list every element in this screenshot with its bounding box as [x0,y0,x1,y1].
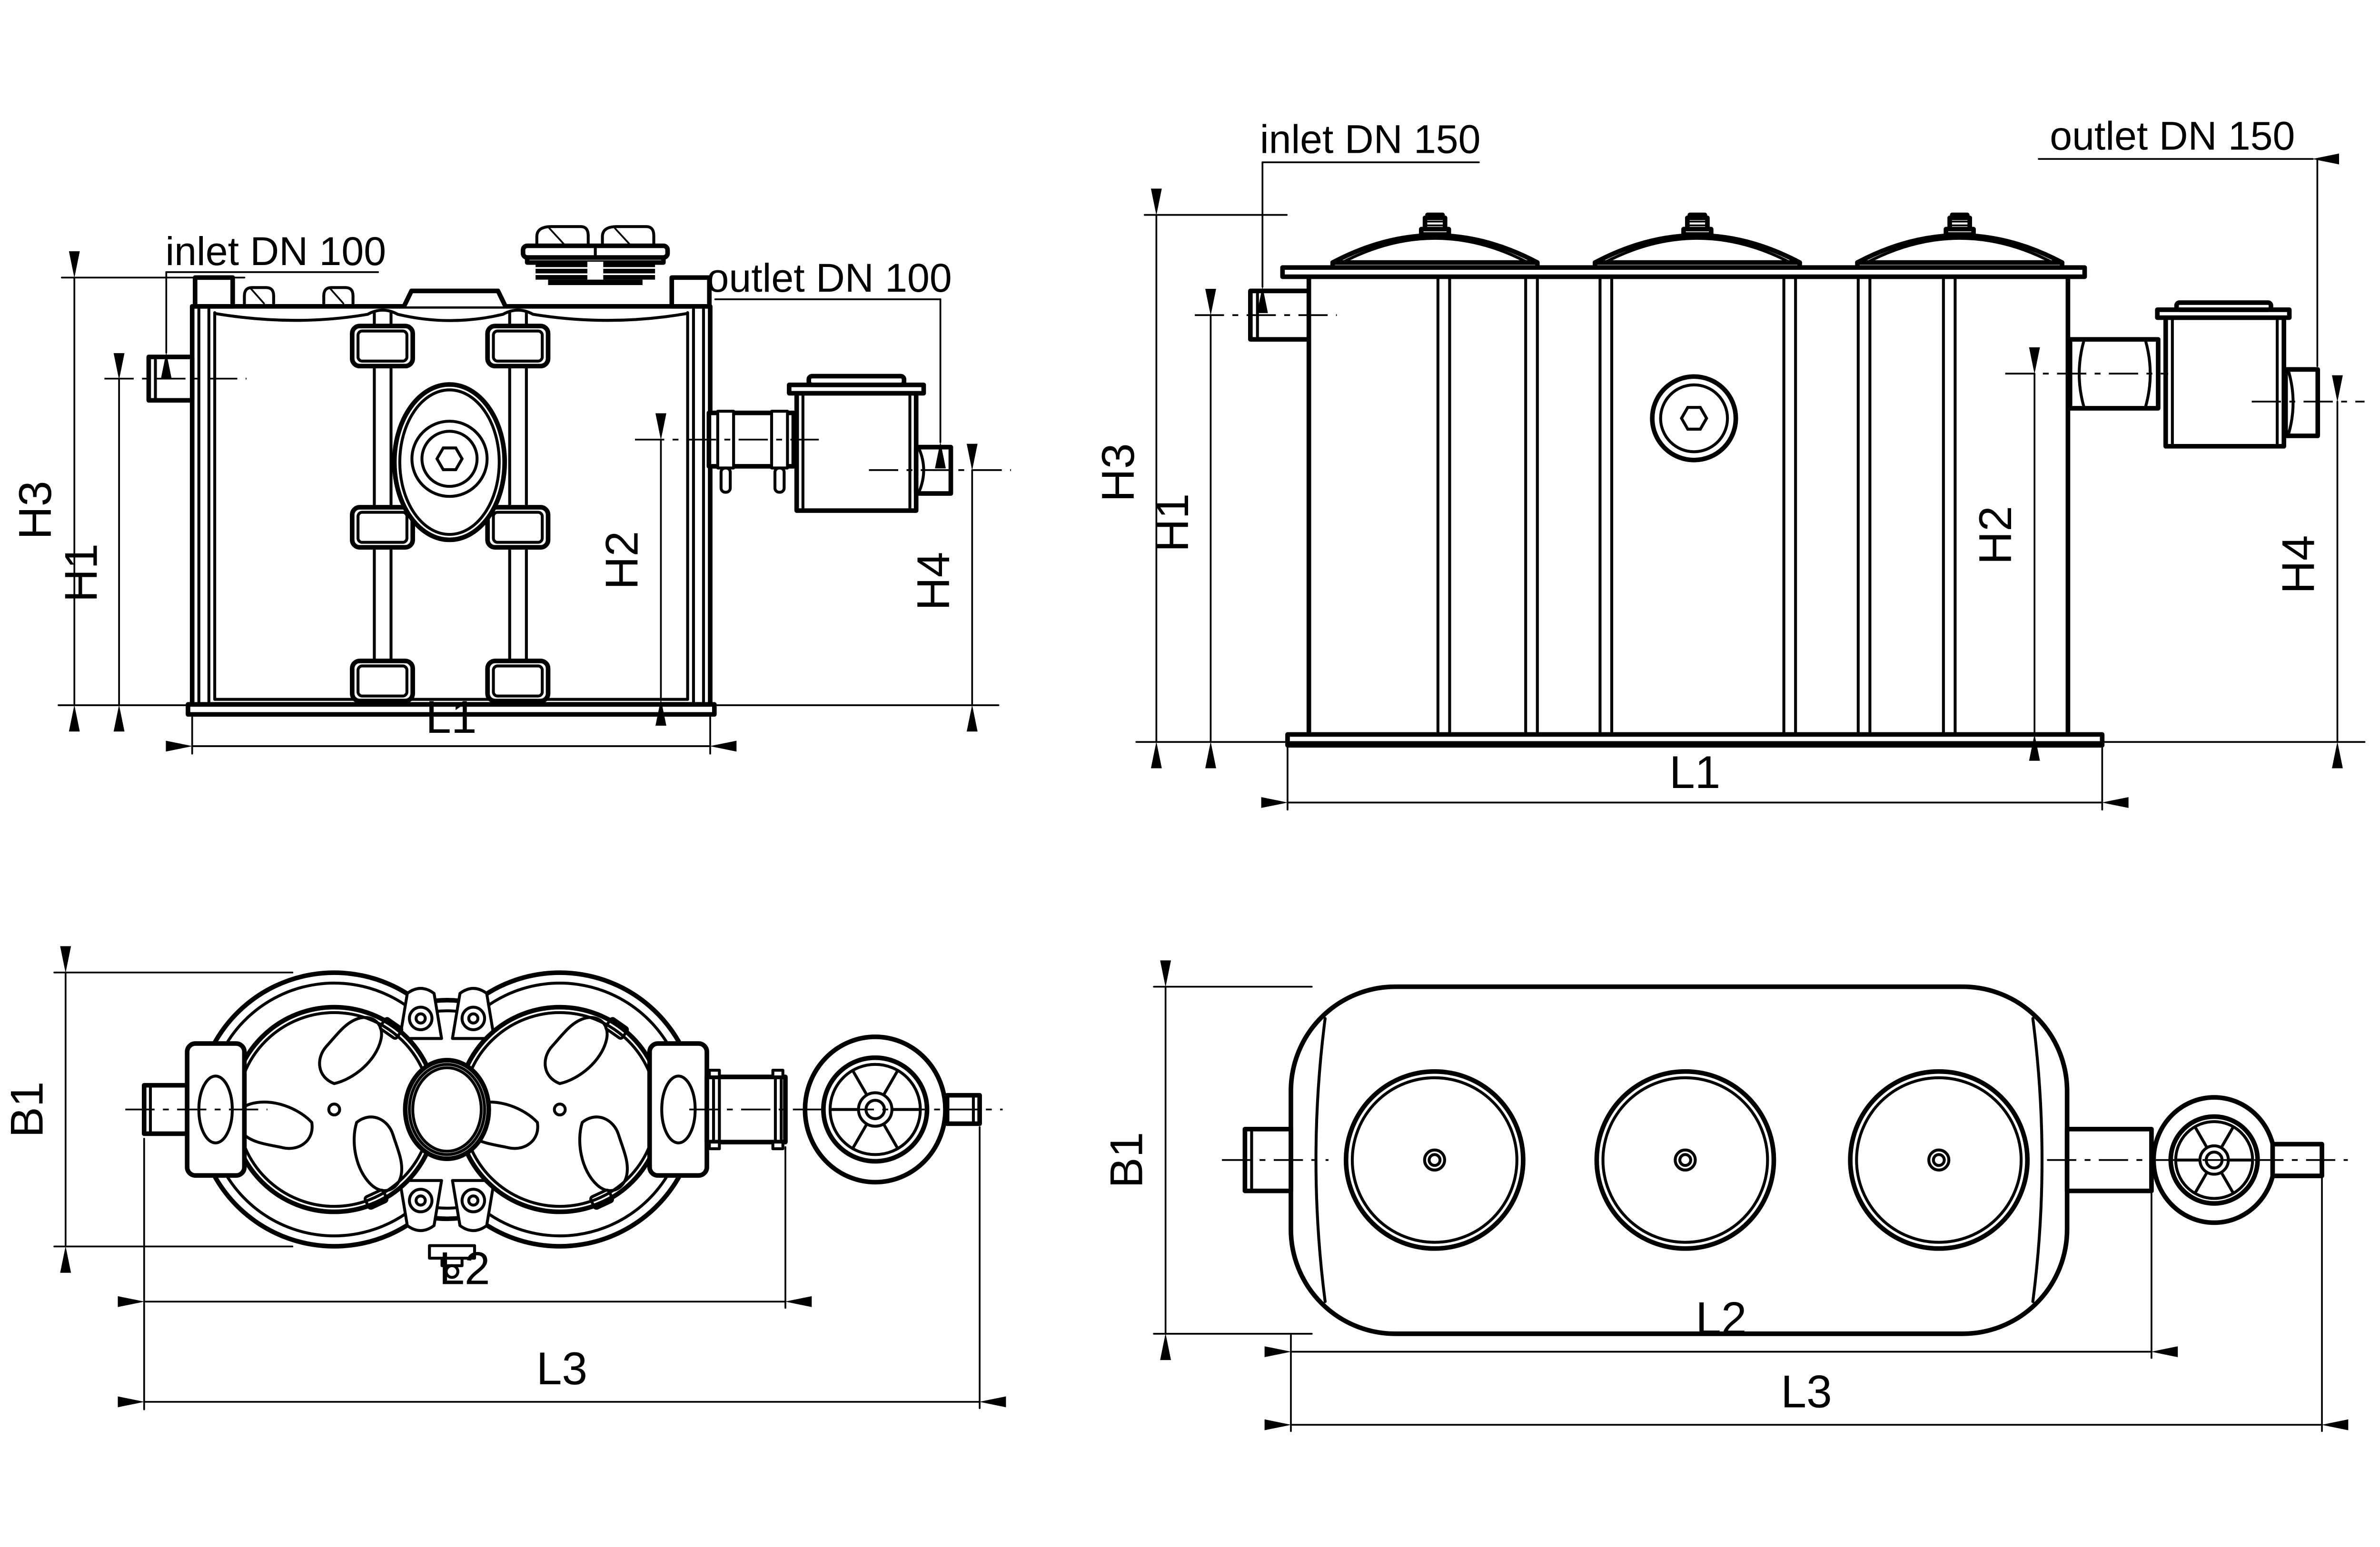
inlet-label: inlet DN 150 [1260,117,1481,162]
outlet-label: outlet DN 100 [707,256,952,300]
dim-label-h3: H3 [10,481,61,539]
screw-vent-cap [520,225,670,286]
dim-label-l2: L2 [1696,1293,1746,1344]
torx-knob [435,446,464,472]
dim-label-l2: L2 [439,1243,490,1294]
outlet-label: outlet DN 150 [2050,114,2295,158]
torx-knob [1680,406,1708,431]
filler-neck [402,288,508,307]
dome-covers [1330,212,2064,270]
flange-block-right [647,1041,709,1178]
dim-label-l3: L3 [1781,1366,1832,1417]
dome-cover [1593,212,1802,270]
dimensions-top-dn150: B1 L2 L3 [1101,960,2349,1432]
vent-stub-left [193,275,235,309]
manhole-left [227,1005,439,1214]
wall-ribs [1436,275,1957,736]
outlet-callout: outlet DN 150 [2038,114,2339,367]
dim-label-h4: H4 [908,552,959,611]
cover-circles [1343,1069,2030,1251]
outlet-callout: outlet DN 100 [707,256,952,469]
dim-label-l3: L3 [536,1343,587,1394]
cover-circle [1594,1069,1776,1251]
sight-glass [1650,374,1738,463]
top-view-dn150: B1 L2 L3 [1101,960,2349,1432]
inlet-label: inlet DN 100 [165,229,386,274]
dim-label-b1: B1 [2,1082,53,1138]
dim-label-h2: H2 [596,531,647,590]
dim-label-h3: H3 [1093,443,1144,502]
dim-label-h2: H2 [1970,506,2021,564]
inlet-callout: inlet DN 100 [160,229,386,379]
front-view-dn150: inlet DN 150 outlet DN 150 H3 H1 H2 H4 L… [1093,114,2366,811]
dim-label-l1: L1 [1669,747,1720,798]
dim-label-h1: H1 [1147,493,1198,552]
dome-cover [1855,212,2064,270]
inlet-callout: inlet DN 150 [1257,117,1481,313]
top-clamp-fittings [243,286,355,308]
bottom-mount-tab [428,1244,476,1279]
inlet-pipe-dn150 [1195,288,1337,342]
vent-stub-right [669,275,712,309]
oval-manhole [392,382,507,542]
cover-circle [1343,1069,1526,1251]
dimensions-top-dn100: B1 L2 L3 [2,946,1006,1410]
dimensions-front-dn100: H3 H1 H2 H4 L1 [10,251,1000,755]
trap-box [2163,315,2286,449]
dim-label-h1: H1 [56,543,107,602]
dim-label-b1: B1 [1101,1132,1152,1188]
trap-box [794,391,919,513]
strap-clamp-blocks [350,324,551,704]
outlet-assembly-dn100 [635,374,1011,513]
dim-label-h4: H4 [2273,535,2324,594]
dome-cover [1330,212,1540,270]
dim-label-l1: L1 [426,692,476,743]
dimensions-front-dn150: H3 H1 H2 H4 L1 [1093,188,2366,811]
cover-circle [1848,1069,2030,1251]
bolt-ears [398,987,496,1232]
outlet-assembly-dn150 [2005,300,2365,449]
top-view-dn100: B1 L2 L3 [2,946,1006,1410]
center-oval [403,1058,491,1161]
front-view-dn100: inlet DN 100 outlet DN 100 H3 H1 H2 H4 L… [10,225,1011,755]
